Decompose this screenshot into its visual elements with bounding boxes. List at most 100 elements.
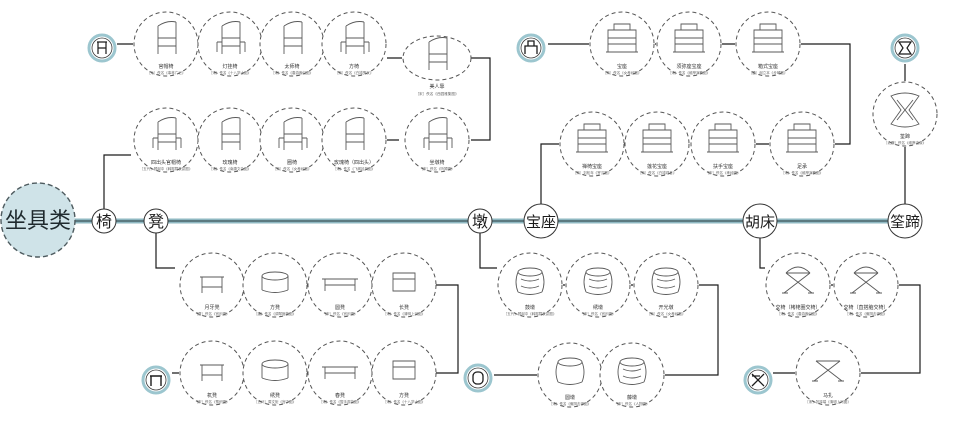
throne-glyph <box>524 40 538 54</box>
item-node-xiudun[interactable]: 藤墩［宋］佚名《人物图》 <box>599 342 665 408</box>
item-note: ［宋］佚名《白描罗汉》 <box>335 70 374 75</box>
connector-path <box>103 154 131 210</box>
item-node-gudun[interactable]: 绣墩［宋］佚名《宫乐图》 <box>565 252 631 318</box>
category-node-dun[interactable]: 墩 <box>467 208 493 234</box>
item-note: ［宋］佚名《蚕织图》 <box>195 399 230 404</box>
item-name: 须弥座宝座 <box>676 63 701 70</box>
item-node-baozuo2[interactable]: 须弥座宝座［宋］佚名《维摩演教图》 <box>656 11 722 77</box>
item-name: 绣墩 <box>593 304 603 311</box>
item-ellipse <box>402 35 472 81</box>
drum-glyph <box>472 371 484 385</box>
connector-path <box>563 284 719 376</box>
category-node-baozuo[interactable]: 宝座 <box>523 203 559 239</box>
item-node-yueyadeng[interactable]: 月牙凳［唐］佚名《宫乐图》 <box>179 252 245 318</box>
sketch-stroke <box>392 272 416 292</box>
item-node-jiaoyi3[interactable]: 交椅（直搭脑交椅）［宋］佚名《蕉阴击球图》 <box>833 252 899 318</box>
item-node-quanti1[interactable]: 筌蹄［北魏］佚名《维摩诘像》 <box>872 81 938 147</box>
item-node-dengguayi[interactable]: 灯挂椅［宋］佚名《十八学士图》 <box>197 11 263 77</box>
sketch-stroke <box>520 278 540 289</box>
category-node-huchuang[interactable]: 胡床 <box>742 203 778 239</box>
item-node-tiaodeng[interactable]: 杌凳［宋］佚名《蚕织图》 <box>179 340 245 406</box>
sketch-stroke <box>157 21 177 54</box>
drum-stool-icon <box>463 363 493 393</box>
item-note: ［宋］刘松年《罗汉图》 <box>573 170 612 175</box>
category-label: 胡床 <box>745 213 775 231</box>
item-node-quanyi[interactable]: 圈椅［宋］佚名《女孝经图》 <box>259 107 325 173</box>
item-name: 圆凳 <box>335 304 345 311</box>
item-name: 足承 <box>797 163 807 170</box>
item-node-kaiguangdun[interactable]: 开光墩［宋］佚名《女孝经图》 <box>633 252 699 318</box>
item-note: ［宋］佚名《维摩演教图》 <box>668 70 710 75</box>
item-node-baozuo7[interactable]: 足承［宋］佚名《维摩演教图》 <box>769 111 835 177</box>
item-note: ［宋］佚名《女孝经图》 <box>647 311 686 316</box>
category-label: 宝座 <box>526 213 556 231</box>
sketch-stroke <box>890 92 920 128</box>
item-node-fangdeng2[interactable]: 方凳［宋］佚名《十八学士图》 <box>371 340 437 406</box>
category-circle <box>742 203 778 239</box>
item-name: 箱式宝座 <box>758 63 778 70</box>
category-node-deng[interactable]: 凳 <box>143 208 169 234</box>
item-circle <box>404 107 470 173</box>
item-note: ［宋］佚名《盥手观花图》 <box>319 399 361 404</box>
category-node-quanti[interactable]: 筌蹄 <box>887 203 923 239</box>
item-node-qiangguiyi[interactable]: 玫瑰椅［宋］佚名《南唐文会图》 <box>197 107 263 173</box>
item-node-changdeng[interactable]: 长凳［宋］佚名《清明上河图》 <box>371 252 437 318</box>
item-note: ［宋］佚名《听琴图》 <box>420 166 455 171</box>
item-note: ［宋］张择端《清明上河图》 <box>805 399 851 404</box>
chair-glyph <box>97 41 107 54</box>
item-name: 筌蹄 <box>900 133 910 140</box>
item-name: 官帽椅 <box>158 63 173 70</box>
item-node-meirenkao[interactable]: 美人靠［宋］佚名《西园雅集图》 <box>402 35 472 96</box>
item-node-baozuo3[interactable]: 箱式宝座［唐］阎立本《步辇图》 <box>735 11 801 77</box>
item-name: 美人靠 <box>429 83 444 90</box>
sketch-stroke <box>221 21 241 54</box>
item-node-zuotaiyi[interactable]: 坐墩椅［宋］佚名《听琴图》 <box>404 107 470 173</box>
root-circle <box>0 182 76 258</box>
item-note: ［宋］佚名《南唐文会图》 <box>209 166 251 171</box>
item-node-chundeng[interactable]: 春凳［宋］佚名《盥手观花图》 <box>307 340 373 406</box>
connector-path <box>831 284 921 374</box>
sketch-stroke <box>617 361 647 385</box>
item-node-baozuo4[interactable]: 禅椅宝座［宋］刘松年《罗汉图》 <box>559 111 625 177</box>
item-node-mazha[interactable]: 马扎［宋］张择端《清明上河图》 <box>795 340 861 406</box>
item-name: 藤墩 <box>627 394 637 401</box>
item-node-fangdeng[interactable]: 方凳［唐］佚名《调琴啜茗图》 <box>242 252 308 318</box>
item-name: 玫瑰椅（四出头） <box>334 159 374 166</box>
item-node-baozuo6[interactable]: 扶手宝座［宋］佚名《孝经图》 <box>690 111 756 177</box>
item-node-jiaoyi[interactable]: 太师椅［宋］佚名《春游晚归图》 <box>259 11 325 77</box>
item-circle <box>872 81 938 147</box>
sketch-stroke <box>606 23 638 53</box>
item-name: 方凳 <box>399 392 409 399</box>
item-node-baozuo5[interactable]: 莲花宝座［宋］佚名《白描观音》 <box>624 111 690 177</box>
category-label: 筌蹄 <box>890 213 920 231</box>
item-name: 长凳 <box>399 304 409 311</box>
sketch-stroke <box>555 361 585 385</box>
sketch-stroke <box>707 123 739 153</box>
item-name: 方凳 <box>270 304 280 311</box>
item-node-fangyi[interactable]: 方椅［宋］佚名《白描罗汉》 <box>321 11 387 77</box>
item-note: ［宋］佚名《蕉阴击球图》 <box>845 311 887 316</box>
item-node-yuandeng[interactable]: 圆凳［宋］佚名《宫乐图》 <box>307 252 373 318</box>
item-circle <box>765 252 831 318</box>
item-name: 圈椅 <box>287 159 297 166</box>
category-circle <box>91 208 117 234</box>
item-node-yuandun2[interactable]: 圆墩［宋］佚名《蕉阴击球图》 <box>537 342 603 408</box>
item-node-yuandun[interactable]: 鼓墩［五代］顾闳中《韩熙载夜宴图》 <box>497 252 563 318</box>
item-note: ［宋］佚名《清明上河图》 <box>383 311 425 316</box>
sketch-stroke <box>278 137 308 148</box>
item-node-jiaoyi2[interactable]: 交椅（栲栳圈交椅）［宋］佚名《春游晚归图》 <box>765 252 831 318</box>
item-node-meiguiyi[interactable]: 玫瑰椅（四出头）［宋］佚名《飞阁延风图》 <box>321 107 387 173</box>
category-node-yi[interactable]: 椅 <box>91 208 117 234</box>
item-node-baozuo1[interactable]: 宝座［宋］佚名《女孝经图》 <box>589 11 655 77</box>
folding-stool-icon <box>743 365 773 395</box>
item-note: ［五代］顾闳中《韩熙载夜宴图》 <box>140 166 193 171</box>
waisted-stool-icon <box>890 33 920 63</box>
item-node-guanmaoyi[interactable]: 官帽椅［元］佚名《事林广记》 <box>133 11 199 77</box>
item-note: ［唐］佚名《调琴啜茗图》 <box>254 311 296 316</box>
item-note: ［宋］佚名《西园雅集图》 <box>415 91 458 96</box>
item-name: 杌凳 <box>207 392 217 399</box>
sketch-stroke <box>216 41 246 52</box>
item-circle <box>633 252 699 318</box>
item-node-yuandeng2[interactable]: 绣凳［五代］周文矩《宫中图》 <box>242 340 308 406</box>
item-node-sichutouguanmaoyi[interactable]: 四出头官帽椅［五代］顾闳中《韩熙载夜宴图》 <box>133 107 199 173</box>
